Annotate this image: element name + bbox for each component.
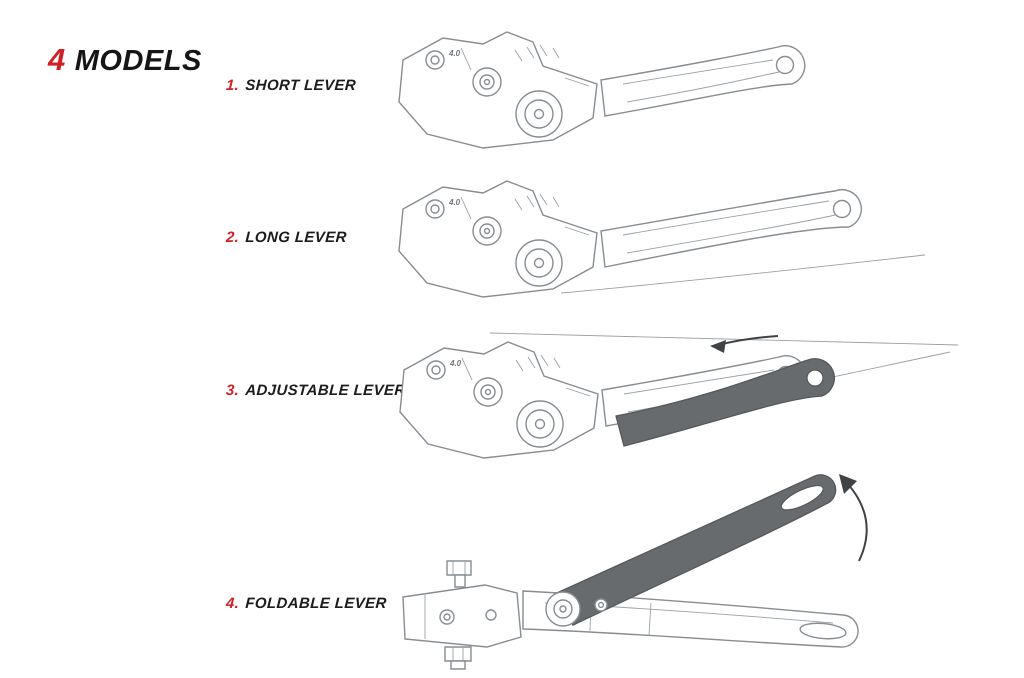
- blade-tip-hole: [775, 55, 795, 75]
- adjuster-dial: [516, 400, 564, 448]
- dial-value-label: 4.0: [448, 49, 461, 58]
- model-name: LONG LEVER: [244, 229, 348, 246]
- blade-end-slot: [799, 622, 847, 640]
- fold-arrow-icon: [839, 474, 868, 562]
- title-word: MODELS: [74, 45, 202, 77]
- model-number: 1.: [225, 77, 240, 94]
- lever-body: 4.0: [398, 180, 598, 298]
- dial-value-label: 4.0: [449, 359, 462, 368]
- title-number: 4: [48, 42, 66, 77]
- folded-blade-position: [556, 474, 837, 627]
- lever-body-and-blade: 4.0: [399, 341, 807, 459]
- model-number: 3.: [225, 382, 240, 399]
- adjuster-dial: [515, 90, 563, 138]
- short-lever-illustration: 4.0: [398, 31, 806, 149]
- adjuster-dial: [515, 239, 563, 287]
- model-number: 4.: [225, 595, 240, 612]
- clamp-body: [402, 560, 522, 670]
- label-foldable-lever: 4.FOLDABLE LEVER: [226, 595, 388, 612]
- clamp-bolt-bottom: [444, 646, 472, 662]
- lever-blade: [600, 45, 806, 117]
- clamp-bolt-top: [446, 560, 472, 576]
- pivot-assembly: [545, 591, 608, 627]
- adjust-arrow-icon: [710, 335, 779, 353]
- long-lever-illustration: 4.0: [398, 180, 926, 298]
- label-short-lever: 1.SHORT LEVER: [226, 77, 357, 94]
- foldable-lever-illustration: [402, 474, 868, 670]
- lever-body: 4.0: [398, 31, 598, 149]
- label-long-lever: 2.LONG LEVER: [226, 229, 348, 246]
- lever-blade: [560, 188, 926, 294]
- dial-value-label: 4.0: [448, 198, 461, 207]
- model-name: SHORT LEVER: [244, 77, 357, 94]
- blade-tip-hole: [832, 199, 852, 219]
- model-name: FOLDABLE LEVER: [244, 595, 388, 612]
- model-number: 2.: [225, 229, 240, 246]
- adjusted-blade-position: [615, 358, 835, 447]
- adjustable-lever-illustration: 4.0: [399, 332, 959, 459]
- folded-blade-slot: [780, 485, 824, 511]
